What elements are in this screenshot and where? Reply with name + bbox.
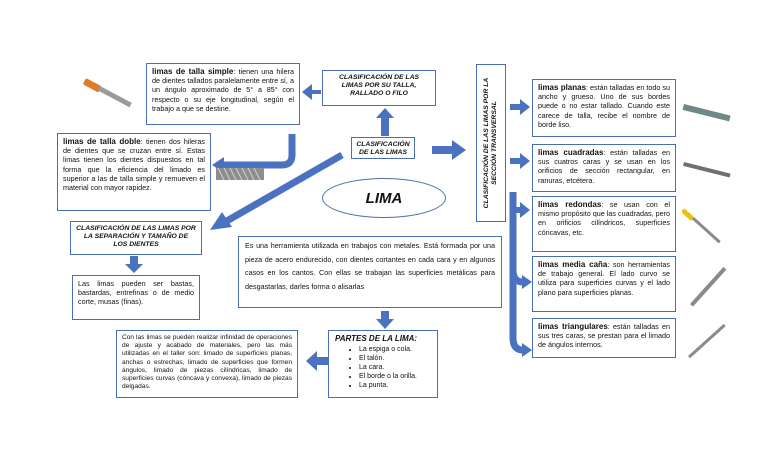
talla-simple-desc: : tienen una hilera de dientes tallados … [152, 67, 294, 113]
talla-title: CLASIFICACIÓN DE LAS LIMAS POR SU TALLA,… [338, 74, 420, 97]
media-cana-node: limas media caña: son herramientas de tr… [532, 256, 676, 312]
arrow-curve-triangulares [509, 260, 524, 354]
triangulares-desc: : están talladas en sus tres caras, se p… [538, 322, 670, 350]
center-label: LIMA [365, 189, 403, 207]
arrow-left-simple [302, 84, 321, 100]
planas-node: limas planas: están talladas en todo su … [532, 79, 676, 137]
talla-title-node: CLASIFICACIÓN DE LAS LIMAS POR SU TALLA,… [322, 70, 436, 106]
separacion-desc-node: Las limas pueden ser bastas, bastardas, … [72, 275, 200, 320]
definicion-text: Es una herramienta utilizada en trabajos… [245, 241, 495, 291]
clasificacion-label: CLASIFICACIÓN DE LAS LIMAS [356, 141, 410, 156]
operaciones-node: Con las limas se pueden realizar infinid… [116, 330, 298, 398]
file-tool-image-redondas [682, 208, 721, 244]
file-tool-image-cuadradas [683, 162, 731, 178]
seccion-title-node: CLASIFICACIÓN DE LAS LIMAS POR LA SECCIÓ… [476, 64, 506, 222]
separacion-title: CLASIFICACIÓN DE LAS LIMAS POR LA SEPARA… [76, 225, 196, 248]
list-item: La espiga o cola. [359, 345, 431, 354]
file-tool-image-media-cana [690, 266, 726, 307]
list-item: La cara. [359, 363, 431, 372]
arrow-right-cuadradas [510, 153, 530, 169]
file-tool-image-doble [216, 167, 264, 181]
triangulares-node: limas triangulares: están talladas en su… [532, 318, 676, 358]
list-item: El borde o la orilla. [359, 372, 431, 381]
file-tool-image-triangulares [688, 323, 726, 359]
center-node-lima: LIMA [322, 178, 446, 218]
operaciones-text: Con las limas se pueden realizar infinid… [122, 334, 292, 391]
talla-simple-node: limas de talla simple: tienen una hilera… [146, 63, 300, 125]
file-tool-image-simple [83, 78, 132, 108]
planas-term: limas planas [538, 83, 587, 92]
arrow-right-planas [510, 99, 530, 115]
cuadradas-desc: : están talladas en sus cuatros caras y … [538, 148, 670, 185]
redondas-term: limas redondas [538, 200, 602, 209]
arrow-down-separacion [125, 256, 143, 273]
talla-doble-node: limas de talla doble: tienen dos hileras… [57, 133, 211, 211]
talla-doble-desc: : tienen dos hileras de dientes que se c… [63, 137, 205, 193]
arrow-right-redondas [510, 202, 530, 218]
arrow-left-operaciones [306, 351, 328, 371]
partes-list: La espiga o cola. El talón. La cara. El … [335, 345, 431, 390]
triangulares-term: limas triangulares [538, 322, 608, 331]
separacion-desc: Las limas pueden ser bastas, bastardas, … [78, 279, 194, 307]
arrow-down-partes [376, 311, 394, 329]
media-cana-term: limas media caña [538, 260, 608, 269]
list-item: El talón. [359, 354, 431, 363]
separacion-title-node: CLASIFICACIÓN DE LAS LIMAS POR LA SEPARA… [70, 221, 202, 255]
partes-title: PARTES DE LA LIMA: [335, 334, 418, 343]
partes-node: PARTES DE LA LIMA: La espiga o cola. El … [328, 330, 438, 398]
arrow-diag-separacion [223, 151, 344, 226]
seccion-title: CLASIFICACIÓN DE LAS LIMAS POR LA SECCIÓ… [483, 77, 498, 209]
arrow-up-talla [376, 108, 394, 136]
talla-doble-term: limas de talla doble [63, 137, 141, 146]
media-cana-desc: : son herramientas de trabajo general. E… [538, 260, 670, 297]
cuadradas-node: limas cuadradas: están talladas en sus c… [532, 144, 676, 192]
arrow-curve-doble [222, 134, 296, 169]
planas-desc: : están talladas en todo su ancho y grue… [538, 83, 670, 129]
redondas-desc: : se usan con el mismo propósito que las… [538, 200, 670, 237]
redondas-node: limas redondas: se usan con el mismo pro… [532, 196, 676, 252]
cuadradas-term: limas cuadradas [538, 148, 604, 157]
file-tool-image-planas [682, 104, 731, 122]
definicion-node: Es una herramienta utilizada en trabajos… [238, 236, 502, 308]
list-item: La punta. [359, 381, 431, 390]
clasificacion-node: CLASIFICACIÓN DE LAS LIMAS [351, 137, 415, 159]
arrow-right-seccion [432, 140, 466, 160]
talla-simple-term: limas de talla simple [152, 67, 234, 76]
